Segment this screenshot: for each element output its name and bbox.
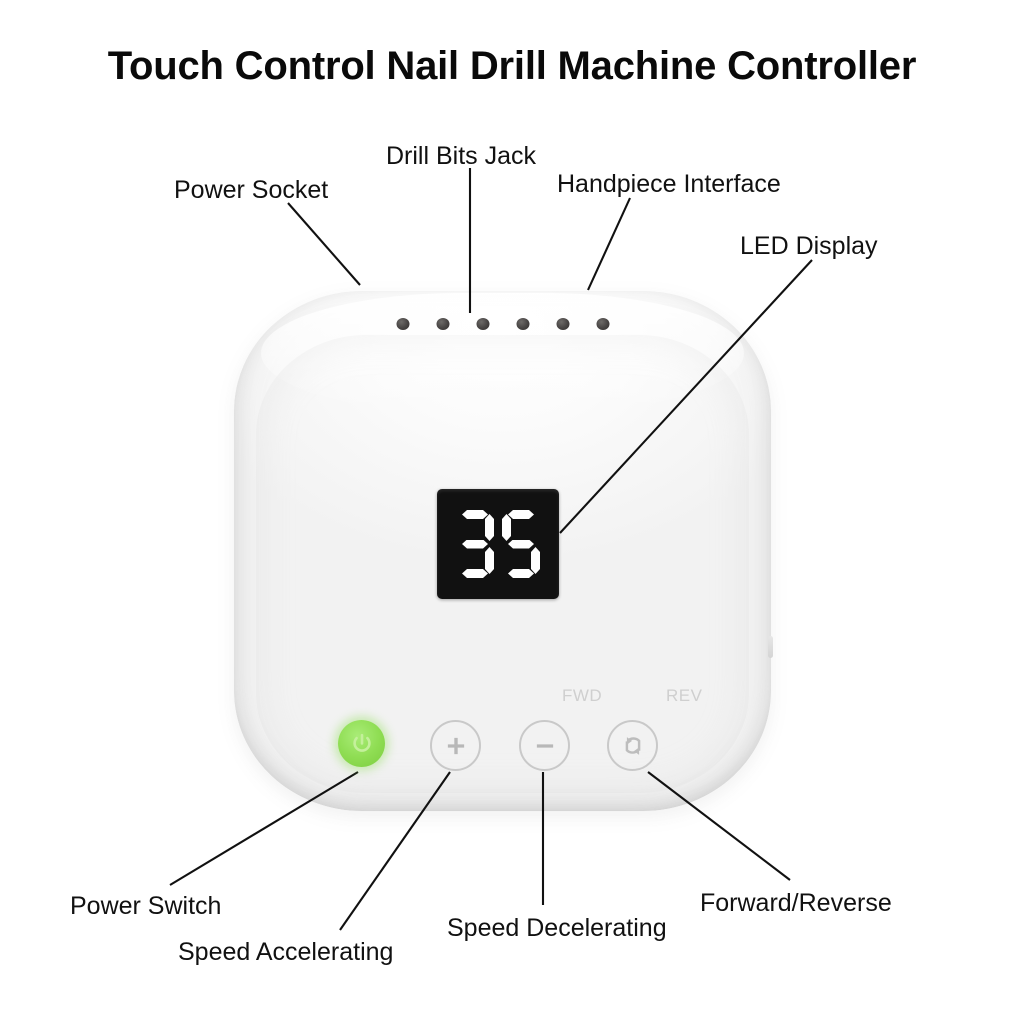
fwd-indicator-label: FWD <box>562 686 603 705</box>
led-display-panel <box>437 489 559 599</box>
segment-b <box>485 514 494 541</box>
vent-hole-row <box>396 318 609 330</box>
forward-reverse-button[interactable] <box>607 720 658 771</box>
rotate-arrows-icon <box>625 736 640 755</box>
minus-icon <box>536 743 553 748</box>
segment-c <box>485 547 494 574</box>
segment-a <box>462 510 488 519</box>
rev-indicator-label: REV <box>666 686 703 705</box>
callout-forward-reverse: Forward/Reverse <box>700 889 892 917</box>
power-button[interactable] <box>338 720 385 767</box>
side-port <box>768 636 773 658</box>
segment-c <box>531 547 540 574</box>
vent-hole <box>396 318 409 330</box>
page-title: Touch Control Nail Drill Machine Control… <box>107 44 917 88</box>
segment-f <box>502 514 511 541</box>
leader-handpiece-interface <box>587 197 631 291</box>
segment-d <box>508 569 534 578</box>
callout-power-socket: Power Socket <box>174 176 329 204</box>
led-digit-2 <box>501 510 541 578</box>
vent-hole <box>436 318 449 330</box>
leader-power-socket <box>287 202 361 286</box>
segment-g <box>462 540 488 549</box>
callout-handpiece-interface: Handpiece Interface <box>557 170 781 198</box>
callout-led-display: LED Display <box>740 232 878 260</box>
nail-drill-controller-body: FWD REV <box>234 291 773 811</box>
vent-hole <box>556 318 569 330</box>
speed-down-button[interactable] <box>519 720 570 771</box>
speed-up-button[interactable] <box>430 720 481 771</box>
power-icon <box>352 733 371 752</box>
segment-g <box>508 540 534 549</box>
segment-a <box>508 510 534 519</box>
vent-hole <box>596 318 609 330</box>
led-digit-1 <box>455 510 495 578</box>
vent-hole <box>516 318 529 330</box>
callout-drill-bits-jack: Drill Bits Jack <box>386 142 537 170</box>
callout-power-switch: Power Switch <box>70 892 222 920</box>
segment-d <box>462 569 488 578</box>
vent-hole <box>476 318 489 330</box>
callout-speed-decelerating: Speed Decelerating <box>447 914 667 942</box>
callout-speed-accelerating: Speed Accelerating <box>178 938 394 966</box>
plus-icon <box>447 737 464 754</box>
